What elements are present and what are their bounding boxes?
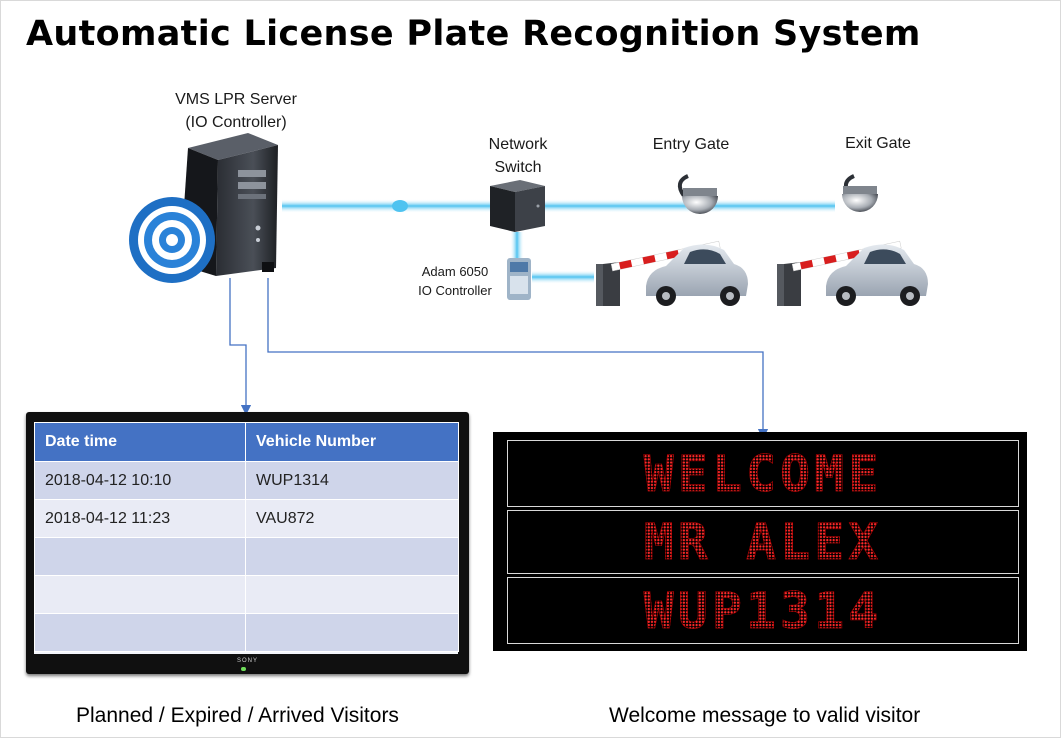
entry-car-icon bbox=[646, 244, 748, 306]
led-line-3: WUP1314 bbox=[507, 577, 1019, 644]
tv-brand-logo: SONY bbox=[236, 658, 258, 664]
caption-visitors: Planned / Expired / Arrived Visitors bbox=[76, 704, 399, 727]
cell-vehicle-number bbox=[245, 613, 459, 652]
arrow-server-to-led bbox=[267, 278, 769, 440]
exit-car-icon bbox=[826, 244, 928, 306]
cell-date-time: 2018-04-12 11:23 bbox=[34, 499, 246, 538]
switch-label-line2: Switch bbox=[494, 159, 542, 176]
cell-date-time bbox=[34, 537, 246, 576]
network-link-io-barrier bbox=[532, 270, 594, 284]
cell-vehicle-number bbox=[245, 575, 459, 614]
column-header-date-time: Date time bbox=[34, 422, 246, 462]
cell-date-time: 2018-04-12 10:10 bbox=[34, 461, 246, 500]
tv-power-led bbox=[241, 667, 246, 671]
column-header-vehicle-number: Vehicle Number bbox=[245, 422, 459, 462]
io-controller-icon bbox=[507, 258, 531, 300]
io-controller-label: Adam 6050 IO Controller bbox=[400, 262, 510, 300]
cell-date-time bbox=[34, 575, 246, 614]
server-label: VMS LPR Server (IO Controller) bbox=[156, 88, 316, 134]
entry-gate-label: Entry Gate bbox=[652, 136, 730, 153]
entry-camera-icon bbox=[677, 174, 718, 214]
cell-vehicle-number: VAU872 bbox=[245, 499, 459, 538]
vms-logo-icon bbox=[129, 197, 215, 283]
led-line-1: WELCOME bbox=[507, 440, 1019, 507]
io-controller-label-line1: Adam 6050 bbox=[421, 264, 489, 279]
visitor-table: Date time Vehicle Number 2018-04-12 10:1… bbox=[34, 422, 459, 652]
cell-vehicle-number bbox=[245, 537, 459, 576]
cell-date-time bbox=[34, 613, 246, 652]
table-row: 2018-04-12 10:10 WUP1314 bbox=[34, 461, 459, 500]
led-text-name: MR ALEX bbox=[643, 513, 883, 572]
led-text-plate: WUP1314 bbox=[643, 581, 883, 640]
exit-gate-label: Exit Gate bbox=[845, 135, 911, 152]
caption-welcome: Welcome message to valid visitor bbox=[609, 704, 921, 727]
led-line-2: MR ALEX bbox=[507, 510, 1019, 574]
io-controller-label-line2: IO Controller bbox=[418, 283, 492, 298]
table-row bbox=[34, 537, 459, 576]
cell-vehicle-number: WUP1314 bbox=[245, 461, 459, 500]
tv-screen: Date time Vehicle Number 2018-04-12 10:1… bbox=[34, 422, 459, 654]
led-message-board: WELCOME MR ALEX WUP1314 bbox=[493, 432, 1027, 651]
page-title: Automatic License Plate Recognition Syst… bbox=[26, 14, 921, 54]
server-label-line2: (IO Controller) bbox=[185, 114, 287, 131]
server-label-line1: VMS LPR Server bbox=[175, 91, 297, 108]
table-row bbox=[34, 613, 459, 652]
led-text-welcome: WELCOME bbox=[643, 444, 883, 503]
table-row: 2018-04-12 11:23 VAU872 bbox=[34, 499, 459, 538]
table-header-row: Date time Vehicle Number bbox=[34, 422, 459, 462]
network-link-main bbox=[282, 199, 490, 213]
switch-label-line1: Network bbox=[488, 136, 548, 153]
table-row bbox=[34, 575, 459, 614]
tv-monitor: Date time Vehicle Number 2018-04-12 10:1… bbox=[26, 412, 469, 674]
network-switch-icon bbox=[490, 180, 545, 232]
arrow-server-to-tv bbox=[229, 278, 252, 416]
switch-label: Network Switch bbox=[468, 133, 568, 179]
exit-camera-icon bbox=[842, 174, 878, 212]
